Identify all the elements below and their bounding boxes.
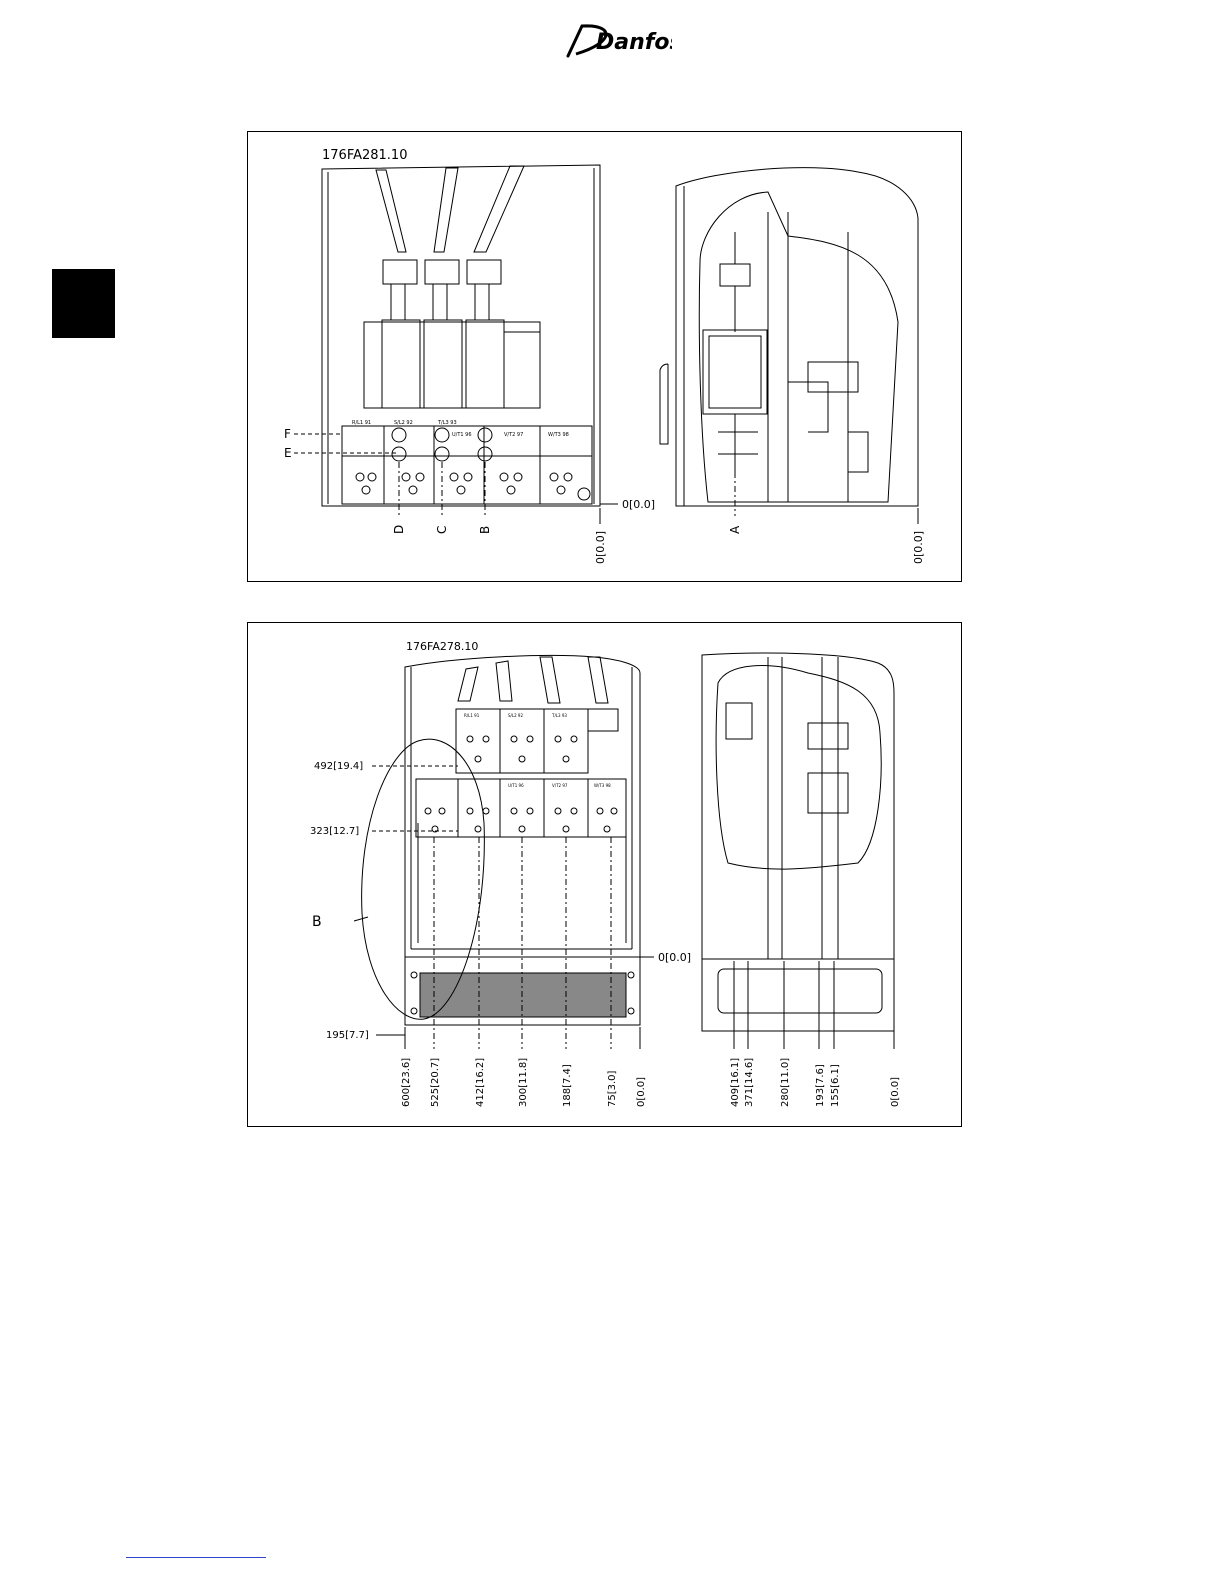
drawing-id-bottom: 176FA278.10	[406, 640, 478, 653]
terminal-label: R/L1 91	[352, 420, 371, 426]
figure-top-drawing: 176FA281.10 F E D C B A R/L1 91 S/L2 92 …	[284, 148, 925, 564]
terminal-label: U/T1 96	[452, 432, 472, 438]
dim-side-193: 193[7.6]	[815, 1064, 826, 1107]
dim-front-bottom-v: 0[0.0]	[594, 531, 607, 564]
dim-front-300: 300[11.8]	[518, 1058, 529, 1107]
callout-e: E	[284, 446, 292, 460]
terminal-label: V/T2 97	[504, 432, 523, 438]
dim-front-412: 412[16.2]	[475, 1058, 486, 1107]
figure-bottom-frame: 176FA278.10 B 492[19.4] 323[12.7] 195[7.…	[247, 622, 962, 1127]
callout-d: D	[392, 525, 406, 534]
terminal-label: S/L2 92	[394, 420, 413, 426]
terminal-label: R/L1 91	[464, 713, 480, 718]
terminal-label: W/T3 98	[548, 432, 569, 438]
callout-b: B	[478, 526, 492, 534]
dim-323: 323[12.7]	[310, 826, 359, 837]
dim-side-bottom-v: 0[0.0]	[912, 531, 925, 564]
dim-195: 195[7.7]	[326, 1030, 369, 1041]
dim-side-155: 155[6.1]	[830, 1064, 841, 1107]
dim-front-0: 0[0.0]	[636, 1077, 647, 1107]
figure-top-frame: 176FA281.10 F E D C B A R/L1 91 S/L2 92 …	[247, 131, 962, 582]
terminal-label: V/T2 97	[552, 783, 568, 788]
terminal-label: S/L2 92	[508, 713, 523, 718]
terminal-label: T/L3 93	[551, 713, 567, 718]
dim-front-600: 600[23.6]	[401, 1058, 412, 1107]
dim-side-409: 409[16.1]	[730, 1058, 741, 1107]
callout-a: A	[728, 525, 742, 534]
dim-front-75: 75[3.0]	[607, 1070, 618, 1107]
dim-side-371: 371[14.6]	[744, 1058, 755, 1107]
dim-front-188: 188[7.4]	[562, 1064, 573, 1107]
dim-front-right-h: 0[0.0]	[658, 951, 691, 964]
dim-side-280: 280[11.0]	[780, 1058, 791, 1107]
callout-b-large: B	[312, 914, 322, 930]
dim-492: 492[19.4]	[314, 761, 363, 772]
dim-front-525: 525[20.7]	[430, 1058, 441, 1107]
callout-c: C	[435, 526, 449, 534]
logo-wordmark: Danfoss	[596, 30, 672, 55]
terminal-label: T/L3 93	[437, 420, 457, 426]
dim-front-right-h: 0[0.0]	[622, 498, 655, 511]
terminal-label: U/T1 96	[508, 783, 524, 788]
chapter-tab	[52, 269, 115, 338]
danfoss-logo: Danfoss	[566, 24, 672, 58]
figure-bottom-drawing: 176FA278.10 B 492[19.4] 323[12.7] 195[7.…	[310, 640, 901, 1107]
dim-side-0: 0[0.0]	[890, 1077, 901, 1107]
drawing-id-top: 176FA281.10	[322, 148, 407, 163]
terminal-label: W/T3 98	[594, 783, 611, 788]
callout-f: F	[284, 427, 291, 441]
footer-rule	[126, 1557, 266, 1558]
